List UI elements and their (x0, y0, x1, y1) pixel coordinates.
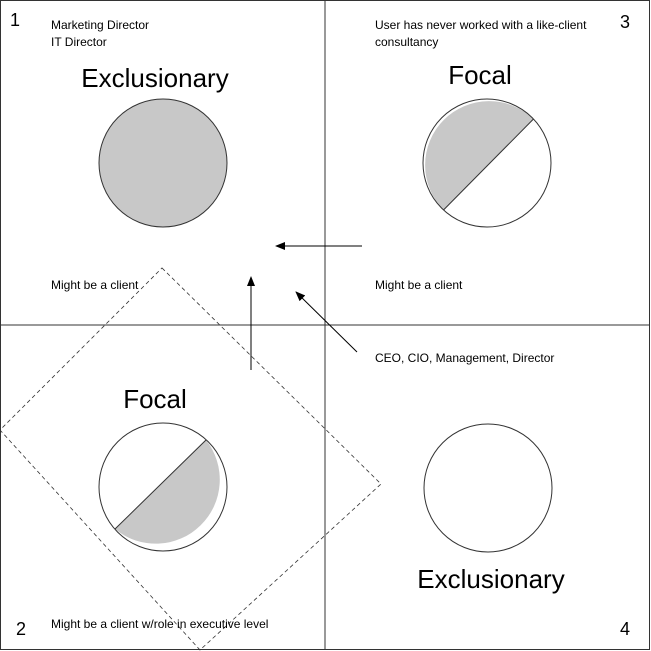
quadrant-1-circle (98, 98, 228, 228)
quadrant-4-circle (423, 423, 553, 553)
center-label: CEO, CIO, Management, Director (375, 351, 554, 365)
quadrant-2-circle-shade (115, 440, 220, 544)
quadrant-3-circle-divider (443, 118, 534, 211)
quadrant-1: 1 Marketing Director IT Director Exclusi… (10, 10, 229, 292)
quadrant-1-number: 1 (10, 10, 20, 30)
quadrant-4: 4 Exclusionary (417, 423, 630, 639)
arrow-diagonal (295, 291, 358, 353)
quadrant-3-title: Focal (448, 60, 512, 90)
dashed-diamond (0, 267, 382, 651)
quadrant-2-title: Focal (123, 384, 187, 414)
quadrant-2: 2 Focal Might be a client w/role in exec… (16, 384, 268, 639)
quadrant-3-circle-outline (422, 98, 552, 228)
quadrant-3-role-line-2: consultancy (375, 35, 438, 49)
quadrant-3-number: 3 (620, 12, 630, 32)
quadrant-2-circle-outline (98, 422, 228, 552)
quadrant-1-note: Might be a client (51, 278, 139, 292)
quadrant-3-note: Might be a client (375, 278, 463, 292)
quadrant-4-number: 4 (620, 619, 630, 639)
quadrant-4-title: Exclusionary (417, 564, 564, 594)
quadrant-3-circle-shade (425, 101, 534, 210)
quadrant-2-number: 2 (16, 619, 26, 639)
quadrant-1-role-line-1: Marketing Director (51, 18, 149, 32)
quadrant-2-circle-divider (114, 439, 207, 530)
quadrant-2-note: Might be a client w/role in executive le… (51, 617, 268, 631)
quadrant-1-title: Exclusionary (81, 63, 228, 93)
quadrant-3: 3 User has never worked with a like-clie… (375, 12, 630, 292)
quadrant-3-role-line-1: User has never worked with a like-client (375, 18, 587, 32)
quadrant-1-role-line-2: IT Director (51, 35, 107, 49)
